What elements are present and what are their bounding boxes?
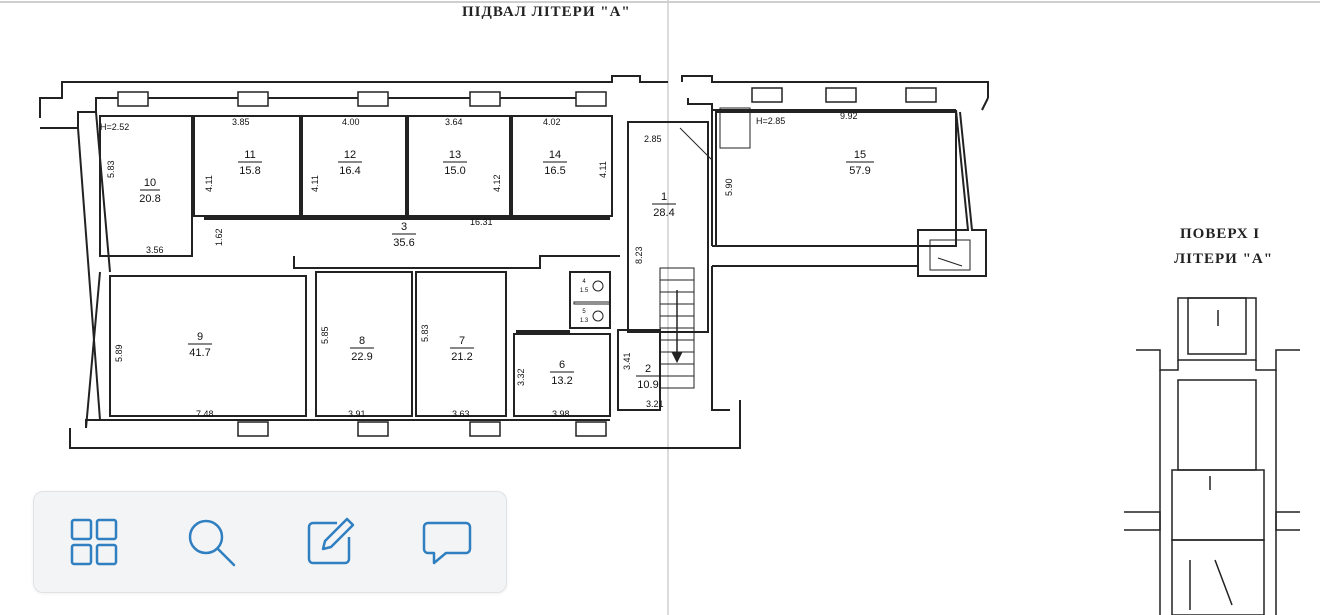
floor1-plan [1124, 297, 1300, 615]
room-9: 941.7 [188, 331, 212, 359]
svg-text:16.4: 16.4 [339, 165, 360, 177]
edit-icon [307, 517, 355, 565]
svg-text:5.83: 5.83 [106, 160, 116, 178]
svg-text:3.63: 3.63 [452, 409, 470, 419]
room-8: 822.9 [350, 335, 374, 363]
svg-text:1.3: 1.3 [580, 318, 589, 324]
stairs [659, 107, 971, 389]
floor1-subtitle: ЛІТЕРИ "А" [1174, 251, 1274, 267]
svg-text:5.83: 5.83 [420, 324, 430, 342]
svg-text:13.2: 13.2 [551, 375, 572, 387]
room-14: 14 16.5 [543, 149, 567, 177]
room-area: 20.8 [139, 193, 160, 205]
svg-text:9: 9 [197, 331, 203, 343]
svg-text:4.11: 4.11 [310, 175, 320, 192]
thumbnails-button[interactable] [64, 512, 124, 572]
svg-text:15.0: 15.0 [444, 165, 465, 177]
svg-text:8: 8 [359, 335, 365, 347]
wc-fixtures [573, 280, 611, 322]
svg-text:3.91: 3.91 [348, 409, 366, 419]
room-7: 721.2 [450, 335, 474, 363]
svg-text:4.11: 4.11 [598, 161, 608, 178]
svg-text:5.85: 5.85 [320, 326, 330, 344]
svg-text:7: 7 [459, 335, 465, 347]
svg-text:14: 14 [549, 149, 561, 161]
comment-button[interactable] [417, 512, 477, 572]
search-button[interactable] [181, 512, 241, 572]
svg-text:1.5: 1.5 [580, 288, 589, 294]
svg-text:H=2.52: H=2.52 [100, 122, 129, 132]
svg-text:3.85: 3.85 [232, 117, 250, 127]
room-10: 10 20.8 [139, 177, 160, 205]
svg-text:3.32: 3.32 [516, 368, 526, 386]
svg-text:35.6: 35.6 [393, 237, 414, 249]
svg-text:12: 12 [344, 149, 356, 161]
svg-text:41.7: 41.7 [189, 347, 210, 359]
room-11: 11 15.8 [238, 149, 262, 177]
comment-icon [422, 521, 472, 565]
svg-text:4.11: 4.11 [204, 175, 214, 192]
svg-text:8.23: 8.23 [634, 246, 644, 264]
svg-text:3.56: 3.56 [146, 245, 164, 255]
edit-button[interactable] [300, 512, 360, 572]
room-4: 41.5 [580, 279, 589, 294]
svg-text:9.92: 9.92 [840, 111, 858, 121]
svg-text:3: 3 [401, 221, 407, 233]
basement-title: ПІДВАЛ ЛІТЕРИ "А" [462, 4, 631, 20]
room-6: 613.2 [550, 359, 574, 387]
floor1-title: ПОВЕРХ І [1180, 226, 1261, 242]
room-3: 335.6 [392, 221, 416, 249]
room-5: 51.3 [580, 309, 589, 324]
room-12: 12 16.4 [338, 149, 362, 177]
svg-text:28.4: 28.4 [653, 207, 674, 219]
svg-text:3.21: 3.21 [646, 399, 664, 409]
svg-text:2: 2 [645, 363, 651, 375]
svg-text:21.2: 21.2 [451, 351, 472, 363]
svg-text:16.5: 16.5 [544, 165, 565, 177]
svg-text:5.89: 5.89 [114, 344, 124, 362]
svg-text:1: 1 [661, 191, 667, 203]
windows [117, 87, 937, 437]
svg-text:15: 15 [854, 149, 866, 161]
svg-text:16.31: 16.31 [470, 217, 493, 227]
svg-text:11: 11 [244, 149, 255, 161]
svg-text:5: 5 [582, 309, 586, 315]
svg-text:10.9: 10.9 [637, 379, 658, 391]
svg-text:6: 6 [559, 359, 565, 371]
svg-text:1.62: 1.62 [214, 228, 224, 246]
room-1: 128.4 [652, 191, 676, 219]
room-15: 15 57.9 [846, 149, 874, 177]
svg-text:13: 13 [449, 149, 461, 161]
svg-text:22.9: 22.9 [351, 351, 372, 363]
svg-text:H=2.85: H=2.85 [756, 116, 785, 126]
room-13: 13 15.0 [443, 149, 467, 177]
svg-text:4: 4 [582, 279, 586, 285]
dimension-labels: H=2.52 3.85 4.00 3.64 4.02 2.85 H=2.85 9… [100, 111, 858, 419]
grid-icon [70, 518, 118, 566]
annotation-toolbar [33, 491, 507, 593]
svg-text:7.48: 7.48 [196, 409, 214, 419]
svg-text:5.90: 5.90 [724, 178, 734, 196]
svg-text:15.8: 15.8 [239, 165, 260, 177]
svg-text:57.9: 57.9 [849, 165, 870, 177]
room-num: 10 [144, 177, 156, 189]
svg-text:4.00: 4.00 [342, 117, 360, 127]
svg-text:3.98: 3.98 [552, 409, 570, 419]
svg-text:3.64: 3.64 [445, 117, 463, 127]
svg-text:2.85: 2.85 [644, 134, 662, 144]
room-2: 210.9 [636, 363, 660, 391]
svg-text:3.41: 3.41 [622, 352, 632, 370]
svg-text:4.12: 4.12 [492, 174, 502, 192]
search-icon [188, 519, 236, 567]
svg-text:4.02: 4.02 [543, 117, 561, 127]
interior-walls [99, 111, 957, 417]
